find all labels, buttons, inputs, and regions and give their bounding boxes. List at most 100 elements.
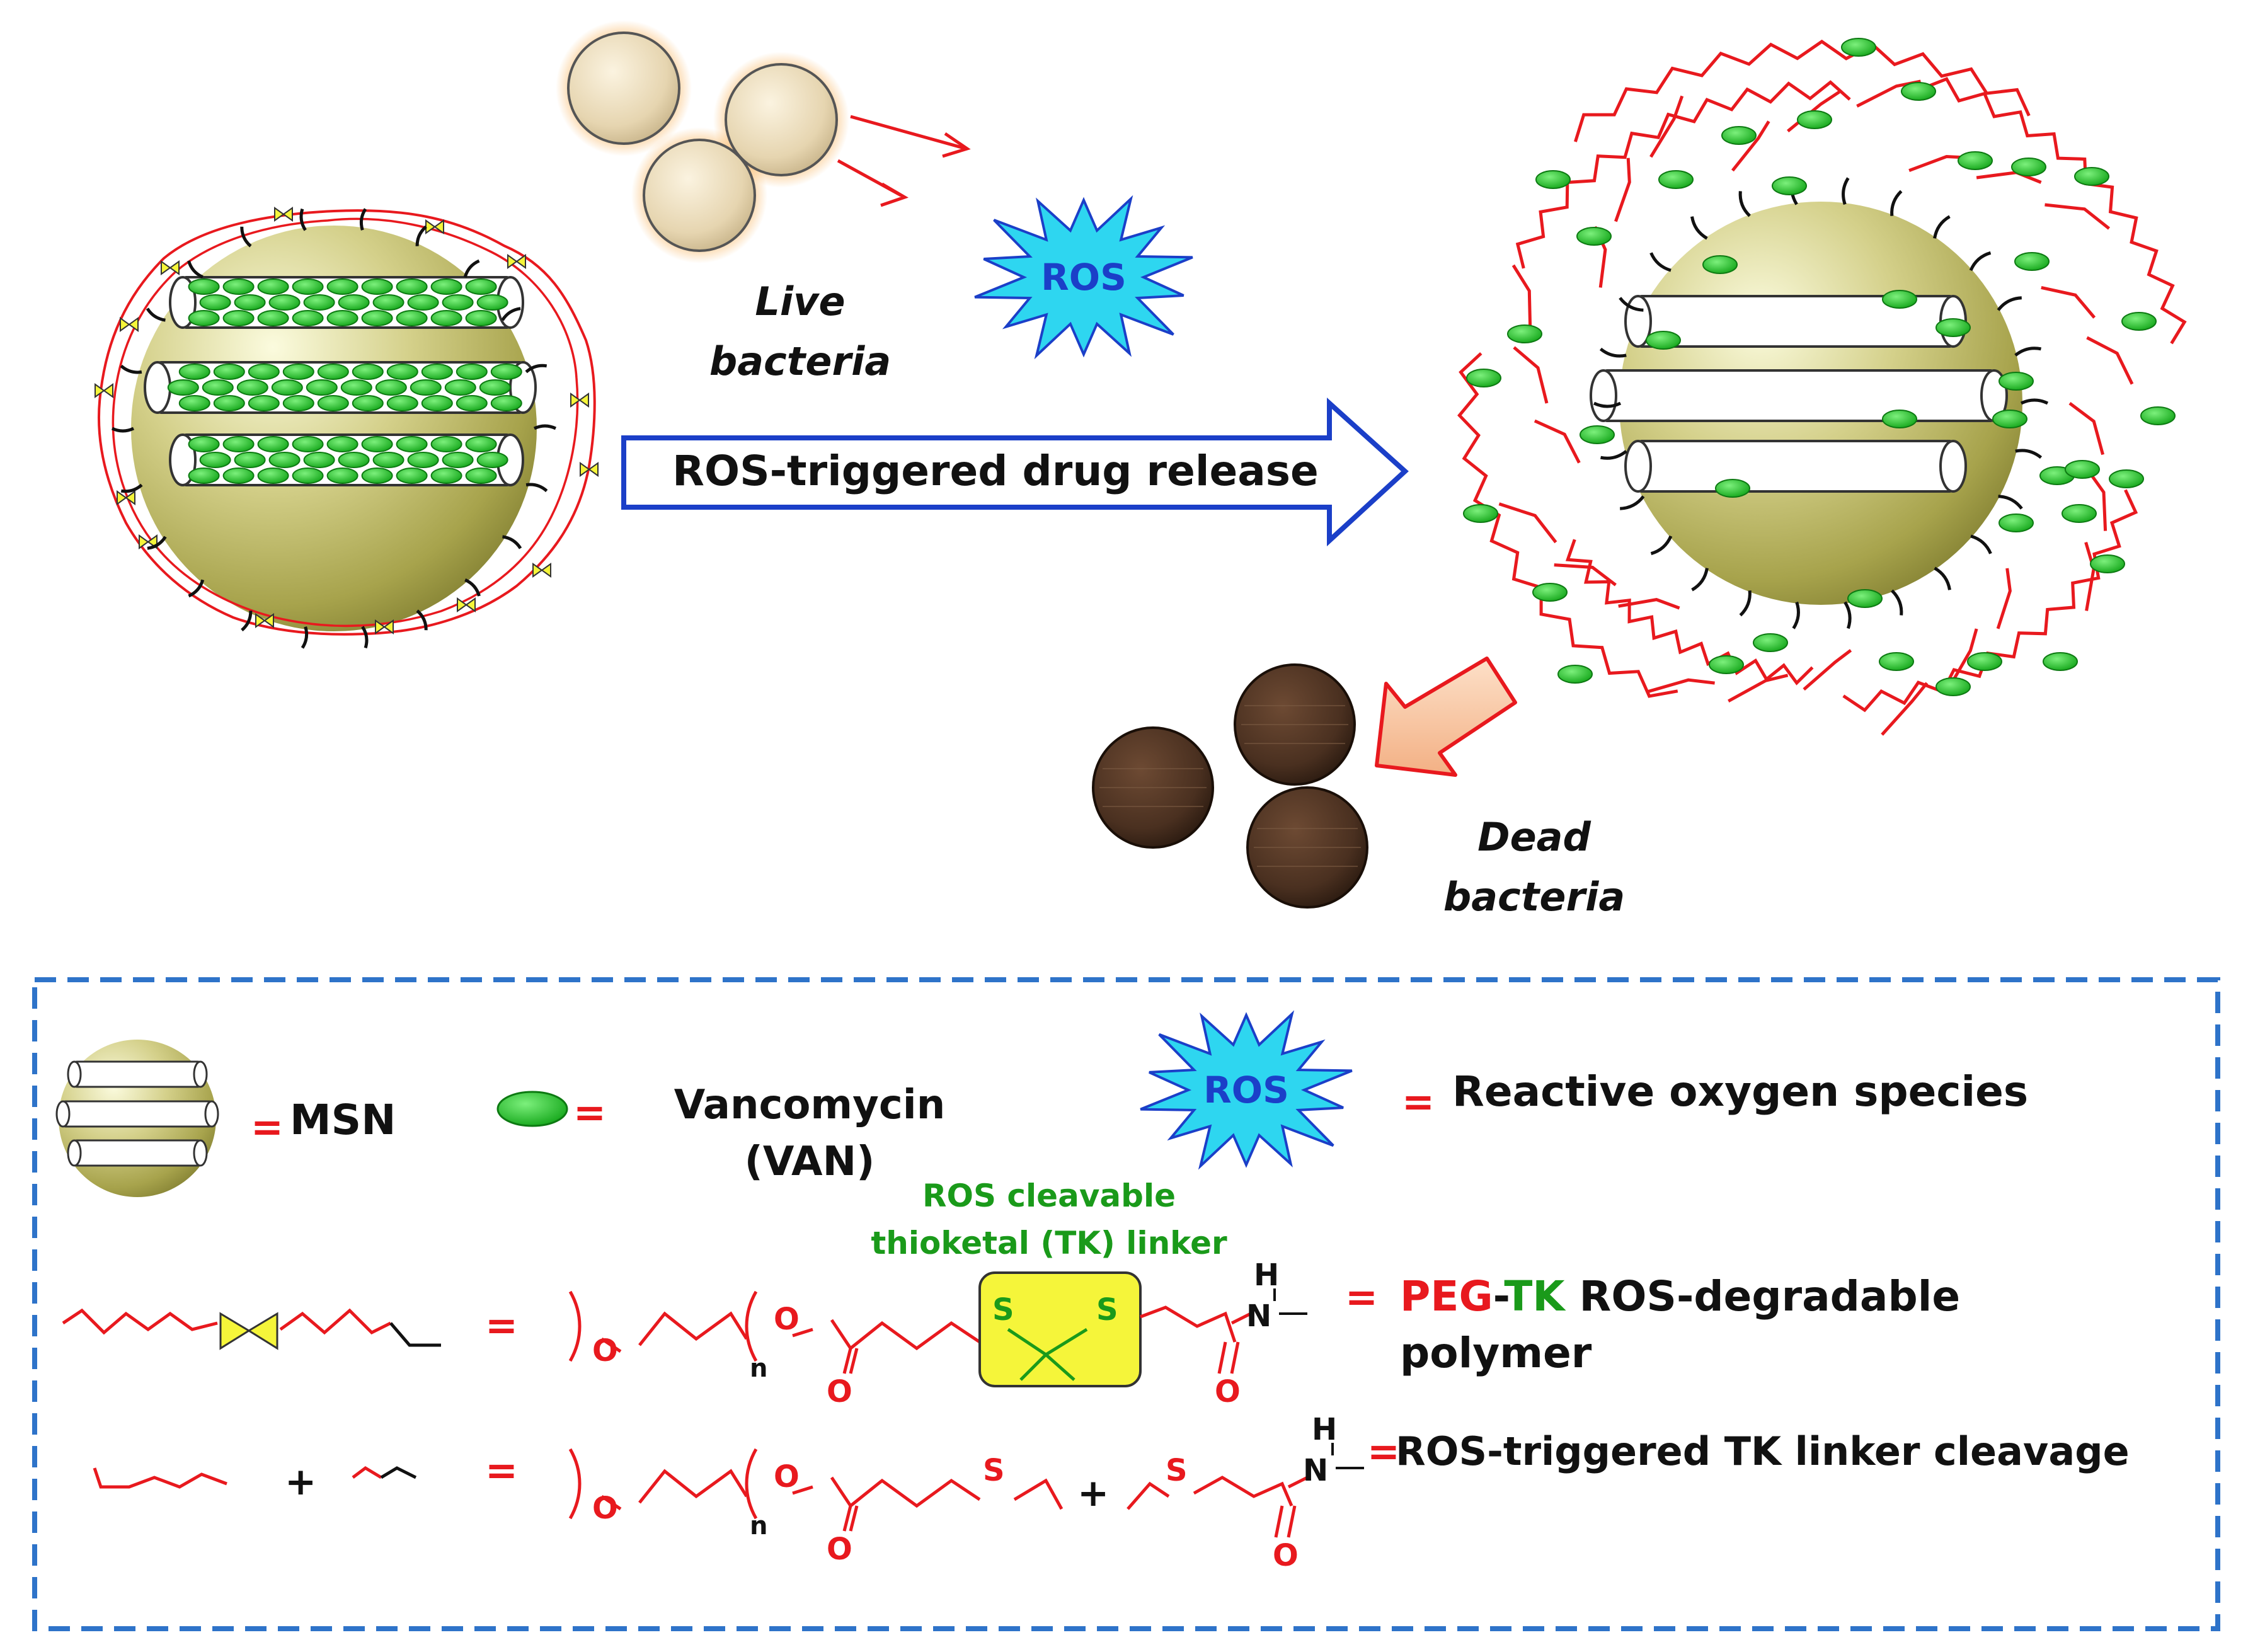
- live-label-line1: Live: [755, 278, 845, 324]
- live-bacterium: [643, 139, 756, 252]
- vancomycin-pill: [338, 452, 370, 468]
- vancomycin-pill: [2090, 554, 2125, 573]
- vancomycin-pill: [396, 278, 428, 295]
- vancomycin-pill: [188, 436, 220, 452]
- legend-msn-equals: =: [251, 1104, 284, 1150]
- cleaved-peg-fragments: [1457, 39, 2187, 736]
- legend-polymer-description: PEG-TK ROS-degradable: [1400, 1272, 1960, 1321]
- vancomycin-pill: [1935, 677, 1971, 696]
- tether: [1969, 251, 1992, 272]
- vancomycin-pill: [1967, 652, 2002, 671]
- vancomycin-pill: [1999, 513, 2034, 532]
- vancomycin-pill: [1901, 82, 1936, 101]
- tk-linker-marker: [375, 619, 394, 634]
- peg-fragment: [2084, 541, 2096, 611]
- legend-ros-burst-icon: ROS: [1140, 1010, 1353, 1170]
- vancomycin-pill: [386, 364, 418, 380]
- legend-row1-equals-2: =: [1345, 1274, 1378, 1320]
- tether: [502, 535, 522, 549]
- peg-word: PEG: [1400, 1272, 1493, 1321]
- vancomycin-pill: [282, 364, 314, 380]
- live-bacterium: [725, 63, 838, 176]
- vancomycin-pill: [375, 379, 407, 396]
- dead-bacteria-group: [1092, 663, 1368, 909]
- vancomycin-pill: [338, 294, 370, 311]
- vancomycin-pill: [306, 379, 338, 396]
- peg-fragment: [2044, 203, 2111, 230]
- peg-fragment: [1803, 649, 1852, 691]
- legend-van-equals: =: [573, 1089, 606, 1135]
- vancomycin-pill: [257, 310, 289, 326]
- vancomycin-pill: [268, 452, 301, 468]
- vancomycin-pill: [1797, 110, 1832, 129]
- tether: [415, 225, 427, 246]
- legend-van-pill-icon: [496, 1091, 568, 1127]
- tk-linker-marker: [580, 462, 599, 477]
- tk-linker-marker: [425, 219, 444, 234]
- vancomycin-pill: [407, 452, 439, 468]
- frag-amide-o-atom: O: [1273, 1538, 1299, 1573]
- tether: [359, 208, 367, 231]
- tk-s-atom-2: S: [1096, 1292, 1118, 1328]
- vancomycin-pill: [2014, 252, 2050, 271]
- peg-fragment-arc: [1842, 489, 2138, 713]
- tk-linker-marker: [507, 254, 526, 269]
- vancomycin-pill: [167, 379, 199, 396]
- vancomycin-pill: [442, 452, 474, 468]
- vancomycin-pill: [1532, 583, 1568, 602]
- peg-fragment: [1996, 568, 2012, 629]
- tk-caption-line1: ROS cleavable: [922, 1178, 1176, 1214]
- vancomycin-pill: [361, 467, 393, 484]
- vancomycin-pill: [1709, 655, 1744, 674]
- peg-n-subscript: n: [750, 1354, 767, 1383]
- tether: [240, 226, 252, 248]
- peg-fragment: [1947, 628, 1978, 689]
- loaded-msn-particle: [95, 207, 599, 649]
- tk-word: TK: [1504, 1272, 1566, 1321]
- vancomycin-pill: [2043, 652, 2078, 671]
- dead-label-line1: Dead: [1477, 814, 1591, 860]
- vancomycin-pill: [1841, 38, 1876, 57]
- anchor-tethers: [111, 208, 557, 649]
- vancomycin-pill: [1557, 665, 1593, 684]
- amide-n-atom: N: [1246, 1299, 1271, 1334]
- peg-fragment-arc: [1565, 539, 1814, 685]
- legend-row2-equals: =: [485, 1447, 518, 1493]
- tether: [1998, 495, 2023, 510]
- ros-burst-icon: ROS: [974, 195, 1193, 360]
- tether: [1600, 450, 1627, 460]
- tether: [120, 483, 143, 493]
- tether: [1933, 215, 1951, 239]
- vancomycin-pill: [1646, 331, 1681, 350]
- frag-s-atom-1: S: [983, 1453, 1005, 1488]
- tk-linker-marker: [120, 317, 139, 332]
- legend-msn-label: MSN: [290, 1096, 396, 1144]
- legend-cleavage-text: ROS-triggered TK linker cleavage: [1396, 1428, 2130, 1474]
- tk-linker-box: [978, 1271, 1142, 1387]
- vancomycin-pill: [188, 310, 220, 326]
- vancomycin-pill: [1882, 410, 1917, 428]
- ester-o-atom: O: [774, 1302, 800, 1337]
- vancomycin-pill: [490, 364, 522, 380]
- vancomycin-pill: [188, 278, 220, 295]
- vancomycin-pill: [1935, 318, 1971, 337]
- tether: [1739, 590, 1752, 617]
- tether: [1844, 601, 1852, 629]
- vancomycin-pill: [257, 278, 289, 295]
- peg-tk-polymer-shell-2: [112, 217, 579, 628]
- released-vancomycin-pills: [1463, 38, 2176, 696]
- vancomycin-pill: [465, 310, 497, 326]
- tk-linker-marker: [274, 207, 293, 222]
- vancomycin-pill: [1847, 589, 1883, 608]
- vancomycin-pill: [456, 364, 488, 380]
- vancomycin-pill: [1721, 126, 1757, 145]
- frag-carbonyl-o-atom: O: [827, 1532, 852, 1567]
- vancomycin-pill: [317, 364, 349, 380]
- vancomycin-pill: [213, 395, 245, 411]
- tether: [533, 424, 557, 430]
- peg-fragment: [2085, 467, 2108, 531]
- vancomycin-pill: [317, 395, 349, 411]
- carbonyl-o-atom: O: [827, 1374, 852, 1409]
- vancomycin-pill: [1999, 372, 2034, 391]
- tether: [1738, 191, 1751, 217]
